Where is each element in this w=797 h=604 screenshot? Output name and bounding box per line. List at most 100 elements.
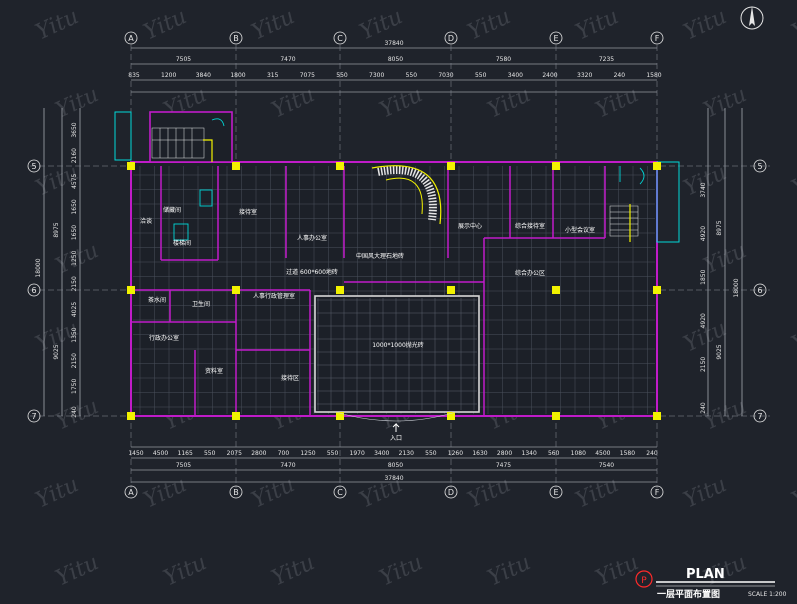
entrance-marker: 入口	[335, 411, 457, 442]
watermark-text: Yitu	[140, 472, 191, 513]
column-marker	[127, 286, 135, 294]
top-dimension-chain	[131, 47, 657, 93]
column-marker	[447, 162, 455, 170]
bottom-detail-dimension: 2800	[251, 450, 266, 457]
left-total-dimension: 18000	[35, 258, 42, 277]
watermark-text: Yitu	[376, 550, 427, 591]
top-span-dimension: 7505	[176, 56, 191, 63]
axis-label-6: 6	[31, 286, 36, 295]
stair-north-icon	[151, 127, 205, 159]
side-dimension-lines	[43, 108, 743, 416]
watermark-text: Yitu	[32, 4, 83, 45]
axis-bubble	[124, 31, 138, 45]
top-detail-dimension: 3400	[508, 72, 523, 79]
axis-label-A: A	[128, 34, 134, 43]
column-marker	[447, 412, 455, 420]
bottom-dimension-chain	[131, 446, 657, 483]
structural-columns	[127, 162, 661, 420]
watermark-text: Yitu	[464, 472, 515, 513]
axis-bubble	[753, 283, 767, 297]
axis-label-6: 6	[757, 286, 762, 295]
column-marker	[552, 412, 560, 420]
top-detail-dimension: 550	[336, 72, 348, 79]
watermark-text: Yitu	[248, 472, 299, 513]
top-detail-dimension: 550	[475, 72, 487, 79]
bottom-detail-dimension: 550	[425, 450, 437, 457]
left-detail-dimension: 3650	[71, 122, 78, 137]
axis-label-5: 5	[757, 162, 762, 171]
bottom-detail-dimension: 1450	[128, 450, 143, 457]
top-detail-dimension: 1580	[646, 72, 661, 79]
room-label: 展示中心	[458, 222, 482, 230]
watermark-text: Yitu	[464, 4, 515, 45]
top-detail-dimension: 3840	[196, 72, 211, 79]
room-label: 楼梯间	[173, 239, 191, 247]
room-label: 小型会议室	[565, 226, 595, 234]
top-detail-dimension: 7300	[369, 72, 384, 79]
watermark-text: Yitu	[788, 472, 797, 513]
bottom-span-dimension: 7540	[599, 462, 614, 469]
right-mid-dimension: 9025	[716, 344, 723, 359]
top-detail-dimension: 550	[406, 72, 418, 79]
axis-label-A: A	[128, 488, 134, 497]
left-detail-dimension: 240	[71, 406, 78, 418]
watermark-text: Yitu	[484, 550, 535, 591]
top-span-dimension: 7470	[280, 56, 295, 63]
right-detail-dimension: 2150	[700, 357, 707, 372]
axis-label-B: B	[233, 34, 239, 43]
room-label: 茶水间	[148, 296, 166, 304]
axis-label-E: E	[553, 488, 558, 497]
axis-bubble	[753, 409, 767, 423]
left-detail-dimension: 1650	[71, 199, 78, 214]
column-marker	[127, 412, 135, 420]
axis-bubble	[229, 31, 243, 45]
bottom-detail-dimension: 4500	[153, 450, 168, 457]
bottom-detail-dimension: 4500	[595, 450, 610, 457]
watermark-text: Yitu	[52, 550, 103, 591]
top-detail-dimension: 315	[267, 72, 279, 79]
watermark-text: Yitu	[680, 472, 731, 513]
room-label: 综合接待室	[515, 222, 545, 230]
bottom-detail-dimension: 560	[548, 450, 560, 457]
bottom-detail-dimension: 1260	[448, 450, 463, 457]
watermark-text: Yitu	[376, 82, 427, 123]
watermark-text: Yitu	[32, 472, 83, 513]
axis-label-B: B	[233, 488, 239, 497]
left-detail-dimension: 2150	[71, 276, 78, 291]
axis-label-7: 7	[31, 412, 36, 421]
axis-bubble	[229, 485, 243, 499]
room-label: 卫生间	[192, 300, 210, 308]
left-mid-dimension: 9025	[53, 344, 60, 359]
door-fixtures	[173, 118, 645, 241]
bottom-span-dimension: 7470	[280, 462, 295, 469]
room-label: 接待区	[281, 374, 299, 382]
bottom-detail-dimension: 1970	[350, 450, 365, 457]
left-detail-dimension: 1650	[71, 225, 78, 240]
top-detail-dimension: 3320	[577, 72, 592, 79]
column-marker	[653, 162, 661, 170]
top-total-dimension: 37840	[384, 40, 403, 47]
bottom-detail-dimension: 1580	[620, 450, 635, 457]
stair-east-icon	[609, 205, 639, 237]
bottom-detail-dimension: 550	[327, 450, 339, 457]
left-detail-dimension: 4575	[71, 173, 78, 188]
bottom-total-dimension: 37840	[384, 475, 403, 482]
top-detail-dimension: 2400	[542, 72, 557, 79]
column-marker	[447, 286, 455, 294]
watermark-text: Yitu	[680, 4, 731, 45]
axis-bubble	[27, 409, 41, 423]
column-marker	[232, 286, 240, 294]
column-marker	[232, 412, 240, 420]
room-label: 中国风大理石地砖	[356, 252, 404, 260]
bottom-detail-dimension: 550	[204, 450, 216, 457]
room-label: 过道 600*600地砖	[286, 268, 338, 276]
plan-subtitle: 一层平面布置图	[657, 588, 720, 600]
left-detail-dimension: 1350	[71, 327, 78, 342]
bottom-detail-dimension: 1630	[472, 450, 487, 457]
top-span-dimension: 7580	[496, 56, 511, 63]
top-detail-dimension: 7075	[300, 72, 315, 79]
bottom-span-dimension: 8050	[388, 462, 403, 469]
axis-bubble	[333, 31, 347, 45]
axis-bubble	[27, 159, 41, 173]
